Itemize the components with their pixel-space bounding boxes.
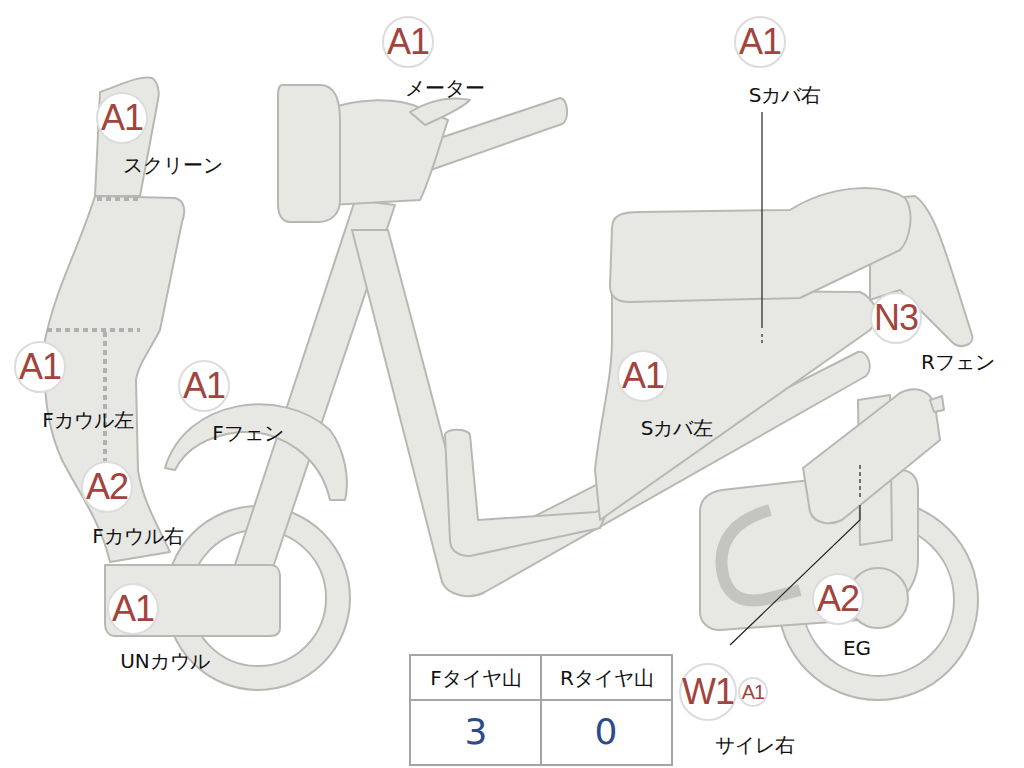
damage-code: A1 [739, 24, 781, 60]
damage-code: A1 [112, 591, 154, 627]
damage-code-circle: A2 [812, 573, 864, 625]
damage-code: A1 [101, 100, 143, 136]
part-border [97, 197, 140, 201]
table-value: 0 [595, 712, 618, 752]
part-name: UNカウル [120, 650, 210, 672]
leader-line [859, 465, 860, 500]
table-header: Fタイヤ山 [430, 667, 522, 689]
damage-code: A2 [817, 581, 859, 617]
damage-code-circle: A1 [107, 583, 159, 635]
damage-code: A1 [19, 349, 61, 385]
part-name: Fカウル左 [42, 409, 134, 431]
damage-code: N3 [874, 300, 918, 336]
under-cowl [105, 565, 280, 636]
leader-line [761, 334, 762, 346]
headlight-housing [278, 85, 340, 222]
damage-code-circle: A1 [382, 16, 434, 68]
damage-code-circle: W1 [679, 663, 737, 721]
table-value: 3 [465, 712, 488, 752]
part-name: Fフェン [212, 422, 284, 444]
table-header: Rタイヤ山 [560, 667, 654, 689]
muffler-tip [930, 396, 944, 412]
part-name: サイレ右 [715, 734, 795, 756]
leader-line [761, 112, 762, 328]
table-grid [410, 655, 672, 765]
damage-code: A1 [622, 358, 664, 394]
front-fender [165, 404, 347, 500]
part-name: Sカバ右 [749, 84, 822, 106]
part-border [103, 332, 107, 466]
damage-code: A2 [86, 469, 128, 505]
damage-code-circle: A1 [617, 350, 669, 402]
damage-code-circle: A1 [734, 16, 786, 68]
front-cowl [44, 196, 184, 562]
damage-code-circle: A1 [738, 677, 768, 707]
part-name: Rフェン [921, 351, 995, 373]
part-name: Fカウル右 [92, 525, 184, 547]
part-name: スクリーン [123, 154, 223, 176]
exhaust-pipe [721, 510, 800, 601]
damage-code: A1 [183, 368, 225, 404]
tread-table [410, 655, 672, 765]
damage-code: A1 [387, 24, 429, 60]
part-name: メーター [405, 77, 485, 99]
part-border [47, 328, 140, 332]
damage-code: A1 [742, 682, 764, 702]
seat [610, 188, 910, 302]
meter [410, 99, 470, 126]
screen [95, 77, 159, 196]
damage-code-circle: A1 [178, 360, 230, 412]
damage-code-circle: A2 [81, 461, 133, 513]
muffler [803, 389, 940, 523]
part-name: Sカバ左 [641, 417, 714, 439]
damage-code-circle: A1 [96, 92, 148, 144]
damage-code: W1 [682, 674, 734, 710]
floor-step [445, 430, 612, 556]
damage-code-circle: N3 [870, 292, 922, 344]
part-name: EG [843, 637, 871, 659]
damage-code-circle: A1 [14, 341, 66, 393]
